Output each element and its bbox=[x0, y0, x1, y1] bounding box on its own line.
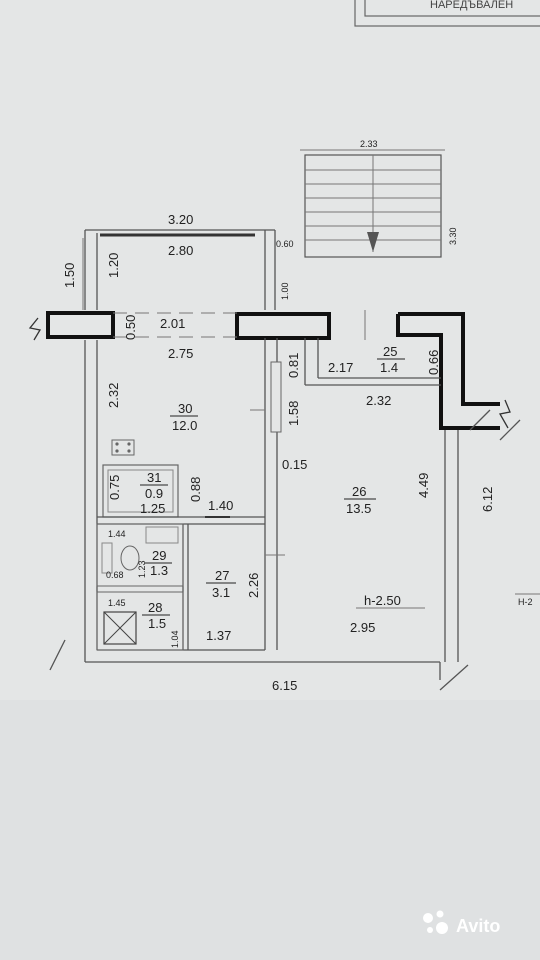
dim-room25-a: 2.17 bbox=[328, 360, 353, 375]
dim-room27-width: 1.37 bbox=[206, 628, 231, 643]
dim-room25-c: 2.32 bbox=[366, 393, 391, 408]
dim-top-inner: 2.80 bbox=[168, 243, 193, 258]
dim-bath-small: 0.68 bbox=[106, 570, 124, 580]
dim-room27-height: 2.26 bbox=[246, 573, 261, 598]
dim-left-upper: 1.20 bbox=[106, 253, 121, 278]
dim-bottom-total: 6.15 bbox=[272, 678, 297, 693]
structural-walls bbox=[28, 311, 521, 441]
dim-room30-width: 2.75 bbox=[168, 346, 193, 361]
dim-door-b: 1.58 bbox=[286, 401, 301, 426]
dim-closet-width: 0.75 bbox=[107, 475, 122, 500]
dim-room26-height: 4.49 bbox=[416, 473, 431, 498]
dim-top-outer: 3.20 bbox=[168, 212, 193, 227]
room-area: 1.3 bbox=[150, 563, 168, 578]
room-26-label: 26 13.5 bbox=[344, 484, 376, 516]
room-area: 3.1 bbox=[212, 585, 230, 600]
dim-wall-gap: 0.15 bbox=[282, 457, 307, 472]
dim-closet-depth: 1.25 bbox=[140, 501, 165, 516]
room-number: 29 bbox=[152, 548, 166, 563]
room-number: 27 bbox=[215, 568, 229, 583]
dim-wall-thickness: 0.50 bbox=[123, 315, 138, 340]
avito-watermark: Avito bbox=[423, 910, 500, 936]
interior-walls bbox=[82, 238, 441, 651]
room-area: 12.0 bbox=[172, 418, 197, 433]
room-area: 13.5 bbox=[346, 501, 371, 516]
outer-walls bbox=[49, 229, 469, 691]
room-number: 30 bbox=[178, 401, 192, 416]
dim-bath-width: 1.44 bbox=[108, 529, 126, 539]
dim-room26-width: 2.95 bbox=[350, 620, 375, 635]
edge-label: H-2 bbox=[518, 597, 533, 607]
dim-bath-height: 1.23 bbox=[137, 560, 147, 578]
room-30-label: 30 12.0 bbox=[170, 401, 198, 433]
room-number: 28 bbox=[148, 600, 162, 615]
room-area: 1.4 bbox=[380, 360, 398, 375]
avito-dots-icon bbox=[423, 910, 448, 934]
dim-right-total: 6.12 bbox=[480, 487, 495, 512]
dim-corridor-width: 1.40 bbox=[208, 498, 233, 513]
dim-wc-height: 1.04 bbox=[170, 630, 180, 648]
room-28-label: 28 1.5 bbox=[142, 600, 170, 631]
dim-room30-height: 2.32 bbox=[106, 383, 121, 408]
room-25-label: 25 1.4 bbox=[377, 344, 405, 375]
room-area: 0.9 bbox=[145, 486, 163, 501]
room-27-label: 27 3.1 bbox=[206, 568, 236, 600]
staircase: 2.33 3.30 bbox=[300, 139, 458, 258]
room-29-label: 29 1.3 bbox=[145, 548, 172, 578]
ceiling-height: h-2.50 bbox=[364, 593, 401, 608]
dim-wc-width: 1.45 bbox=[108, 598, 126, 608]
dim-opening-width: 2.01 bbox=[160, 316, 185, 331]
dim-room25-b: 0.66 bbox=[426, 350, 441, 375]
room-number: 26 bbox=[352, 484, 366, 499]
stairs-height-label: 3.30 bbox=[448, 227, 458, 245]
dim-closet-height: 0.88 bbox=[188, 477, 203, 502]
dim-door-a: 0.81 bbox=[286, 353, 301, 378]
room-number: 25 bbox=[383, 344, 397, 359]
dim-right-of-top: 0.60 bbox=[276, 239, 294, 249]
room-area: 1.5 bbox=[148, 616, 166, 631]
avito-text: Avito bbox=[456, 916, 500, 936]
dim-left-outer: 1.50 bbox=[62, 263, 77, 288]
room-number: 31 bbox=[147, 470, 161, 485]
dim-upper-right-wall: 1.00 bbox=[280, 282, 290, 300]
dimension-labels: 3.20 2.80 0.60 1.50 1.20 1.00 0.50 2.01 … bbox=[62, 212, 540, 693]
room-31-label: 31 0.9 bbox=[140, 470, 168, 501]
stamp: НАРЕДЪВАЛЕН bbox=[354, 0, 540, 27]
stamp-text: НАРЕДЪВАЛЕН bbox=[430, 0, 513, 11]
stairs-width-label: 2.33 bbox=[360, 139, 378, 149]
